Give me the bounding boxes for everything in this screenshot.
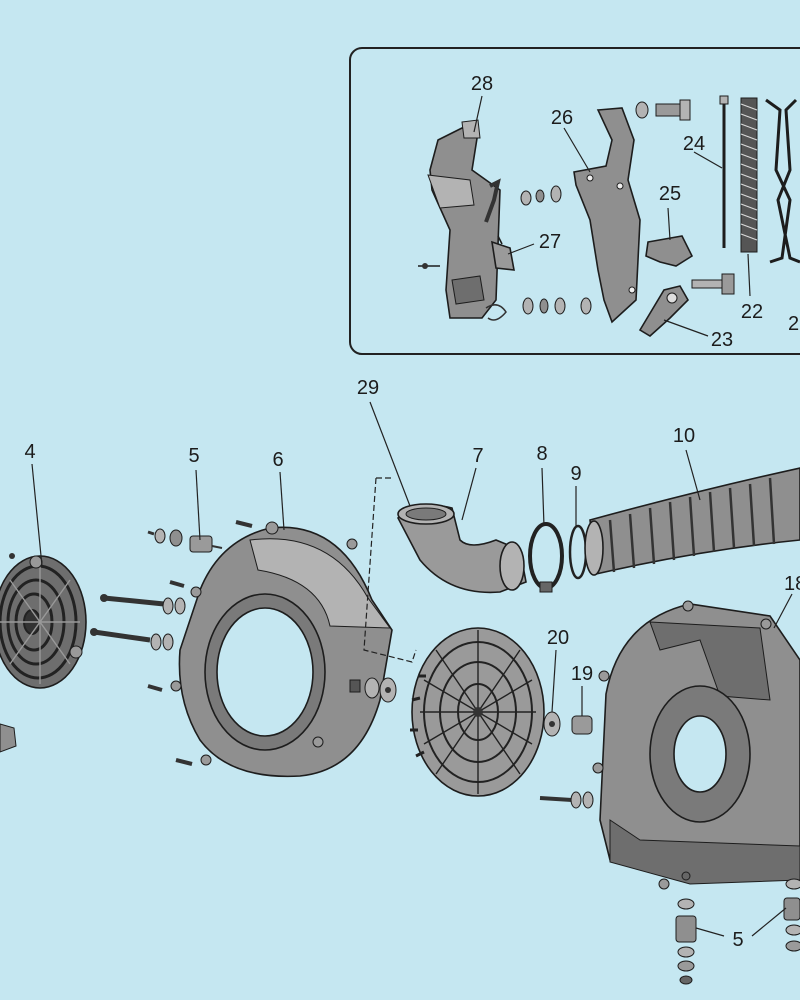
part-22-spring: [740, 97, 758, 253]
part-5-spacer: [189, 535, 223, 553]
callout-28: 28: [471, 73, 493, 95]
part-long-bolts: [90, 594, 186, 651]
part-small-screws: [520, 185, 592, 315]
part-6-fan-housing-cover: [170, 521, 393, 778]
callout-7: 7: [472, 445, 483, 467]
part-24-rod: [719, 95, 729, 248]
leader-lines: [31, 95, 793, 937]
callout-9: 9: [570, 463, 581, 485]
part-throttle-wire: [484, 178, 501, 223]
part-29-group-outline: [363, 477, 417, 663]
callout-20: 20: [547, 627, 569, 649]
part-fan-impeller: [410, 627, 545, 797]
part-26-handle-shell: [573, 107, 641, 324]
part-5-rubber-feet: [675, 878, 800, 985]
part-short-screws: [147, 520, 253, 766]
callout-27: 27: [539, 231, 561, 253]
part-25-clip: [645, 235, 694, 267]
part-7-elbow-tube: [396, 503, 527, 594]
callout-19: 19: [571, 663, 593, 685]
part-19-bushing: [571, 715, 593, 735]
part-28-handle-half: [418, 119, 501, 319]
part-lever-bolt: [691, 273, 735, 295]
callout-labels: 28 26 24 25 27 22 23 2 29 4 5 6 7 8 9 10…: [24, 73, 800, 951]
callout-29: 29: [357, 377, 379, 399]
callout-6: 6: [272, 449, 283, 471]
callout-4: 4: [24, 441, 35, 463]
part-23-lever: [638, 285, 689, 337]
callout-2x: 2: [788, 313, 799, 335]
callout-26: 26: [551, 107, 573, 129]
callout-8: 8: [536, 443, 547, 465]
part-10-flex-hose: [584, 467, 800, 576]
callout-10: 10: [673, 425, 695, 447]
part-housing-bolt: [539, 791, 594, 809]
callout-25: 25: [659, 183, 681, 205]
callout-24: 24: [683, 133, 705, 155]
part-impeller-washers: [349, 677, 397, 703]
part-20-washer: [543, 711, 561, 737]
callout-5: 5: [188, 445, 199, 467]
part-left-edge: [0, 723, 17, 753]
part-small-pin: [9, 553, 15, 559]
part-4-intake-grille: [0, 555, 87, 689]
part-8-clamp: [528, 522, 564, 593]
part-wire-bracket: [765, 98, 800, 264]
callout-23: 23: [711, 329, 733, 351]
part-18-main-housing: [592, 600, 800, 890]
callout-22: 22: [741, 301, 763, 323]
callout-18: 18: [784, 573, 800, 595]
part-27-switch: [491, 235, 515, 271]
callout-5b: 5: [732, 929, 743, 951]
inset-frame: [349, 47, 800, 355]
part-9-gasket: [568, 524, 588, 580]
part-spring-clip: [485, 304, 507, 321]
part-top-bolt: [635, 99, 691, 121]
